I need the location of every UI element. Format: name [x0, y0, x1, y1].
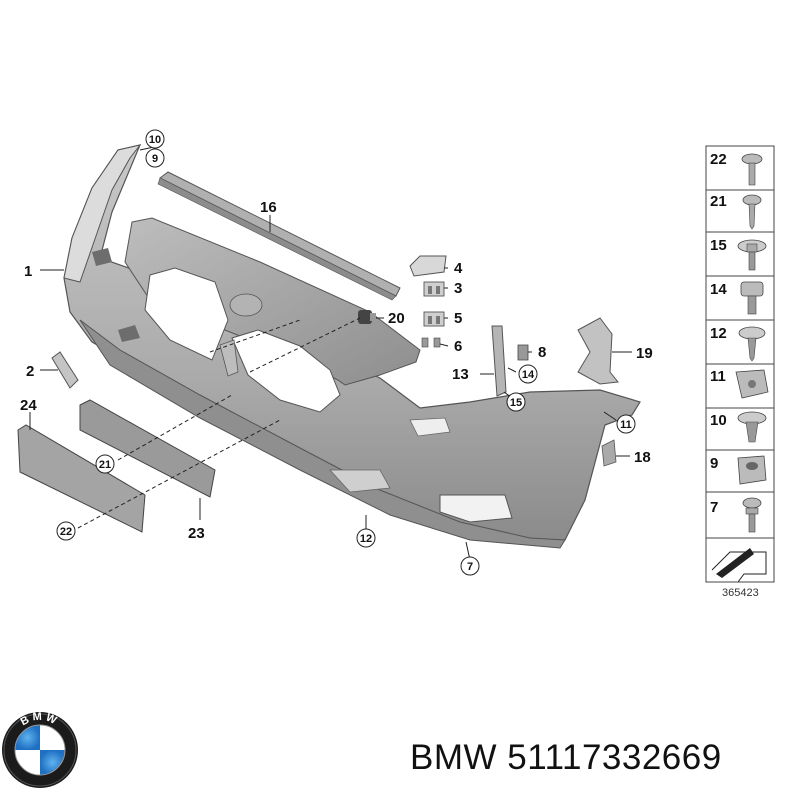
- upper-reinforcement-strip: [157, 171, 401, 301]
- callout-23: 23: [188, 525, 205, 542]
- callout-18: 18: [634, 449, 651, 466]
- circled-callouts: 10 9 14 15 11 21 22 12 7: [56, 129, 636, 576]
- callout-2: 2: [26, 363, 34, 380]
- callout-13: 13: [452, 366, 469, 383]
- clip-8: [517, 344, 529, 361]
- bracket-3: [423, 281, 445, 297]
- fastener-label-9: 9: [710, 455, 718, 472]
- fastener-label-7: 7: [710, 499, 718, 516]
- bumper-cover: [63, 144, 641, 549]
- callout-9: 9: [152, 153, 158, 165]
- fastener-label-14: 14: [710, 281, 727, 298]
- callout-1: 1: [24, 263, 32, 280]
- callout-22: 22: [60, 526, 72, 538]
- bracket-13: [491, 325, 507, 397]
- screw-22-icon: [741, 153, 763, 186]
- fastener-label-21: 21: [710, 193, 727, 210]
- screw-12-icon: [738, 326, 766, 362]
- callout-24: 24: [20, 397, 37, 414]
- grille-carrier: [124, 217, 421, 413]
- fastener-label-15: 15: [710, 237, 727, 254]
- clips-6: [421, 337, 441, 348]
- leader-lines: [29, 146, 632, 561]
- part-label: BMW 51117332669: [410, 738, 722, 778]
- tow-hook-cover: [409, 255, 447, 277]
- plate-base-23: [79, 399, 216, 498]
- callout-3: 3: [454, 280, 462, 297]
- screw-7-icon: [742, 497, 762, 533]
- callout-14: 14: [522, 369, 535, 381]
- assembly-lines: [77, 317, 361, 529]
- grommet-nut-9-icon: [737, 455, 767, 485]
- callout-8: 8: [538, 344, 546, 361]
- logo-lettering: BMW: [19, 711, 59, 729]
- screw-21-icon: [742, 194, 762, 230]
- callout-21: 21: [99, 459, 111, 471]
- clip-nut-11-icon: [735, 369, 769, 399]
- fastener-label-11: 11: [710, 368, 726, 385]
- clip-18: [601, 439, 617, 467]
- callout-5: 5: [454, 310, 462, 327]
- rivet-10-icon: [737, 411, 767, 443]
- reflector-2: [51, 351, 79, 389]
- direction-arrow-icon: [711, 548, 767, 583]
- callout-19: 19: [636, 345, 653, 362]
- part-number: 51117332669: [507, 738, 722, 777]
- callout-16: 16: [260, 199, 277, 216]
- callout-11: 11: [620, 419, 632, 431]
- callout-4: 4: [454, 260, 463, 277]
- fasteners-panel: 22 21 15 14 12 11 10 9 7: [705, 145, 775, 599]
- callout-7: 7: [467, 561, 473, 573]
- diagram-reference-number: 365423: [722, 587, 759, 599]
- fastener-label-12: 12: [710, 325, 727, 342]
- callout-12: 12: [360, 533, 372, 545]
- bmw-logo: BMW: [2, 711, 78, 788]
- callout-6: 6: [454, 338, 462, 355]
- svg-text:BMW: BMW: [19, 711, 62, 729]
- license-plate-holder-24: [17, 424, 146, 533]
- grommet-20: [358, 310, 376, 324]
- callout-10: 10: [149, 134, 161, 146]
- bracket-19: [577, 317, 619, 385]
- part-brand: BMW: [410, 738, 498, 777]
- fastener-label-22: 22: [710, 151, 727, 168]
- fastener-label-10: 10: [710, 412, 727, 429]
- bracket-5: [423, 311, 445, 327]
- collar-screw-15-icon: [737, 239, 767, 271]
- bolt-14-icon: [740, 281, 764, 315]
- callout-15: 15: [510, 397, 522, 409]
- callout-20: 20: [388, 310, 405, 327]
